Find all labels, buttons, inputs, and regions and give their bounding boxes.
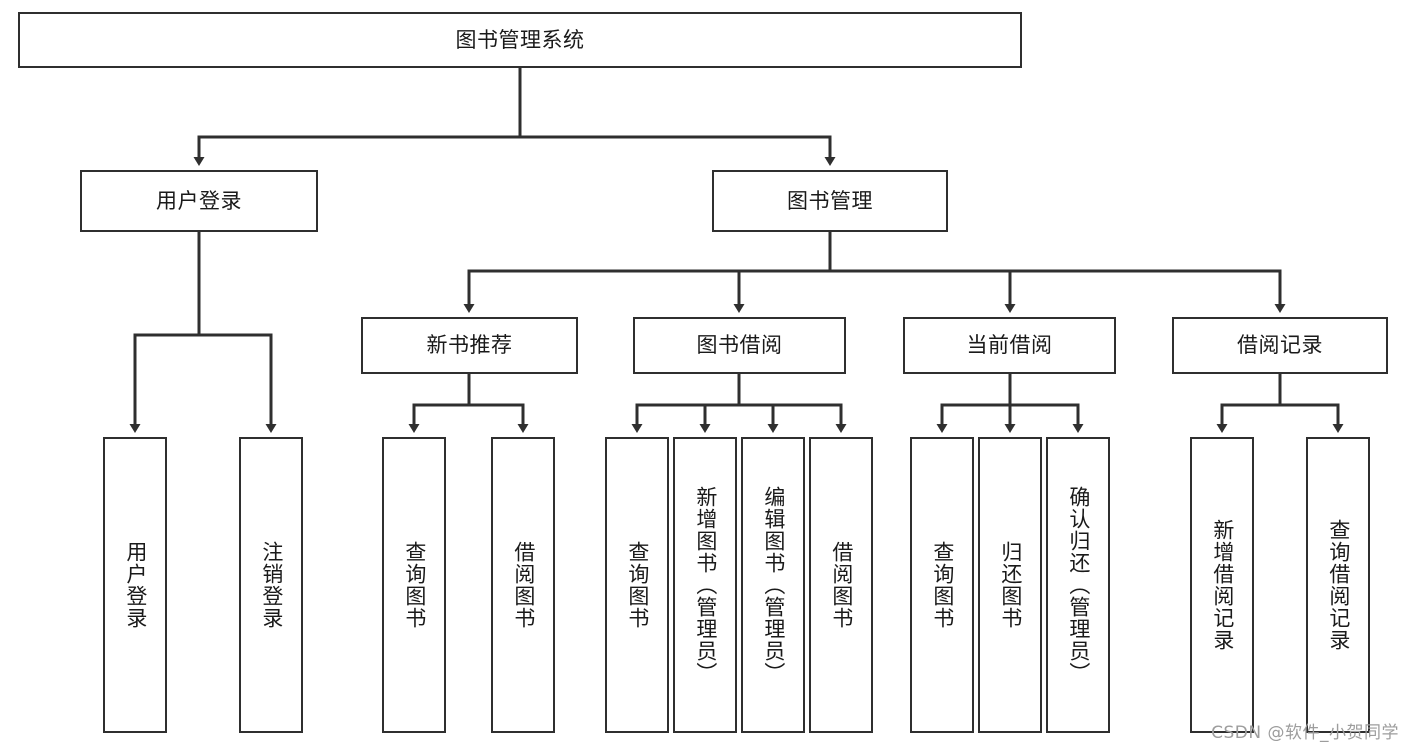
leaf-user-login[interactable]: 用户登录 bbox=[103, 437, 167, 733]
node-label: 借阅图书 bbox=[829, 541, 854, 629]
node-new-book-recommend[interactable]: 新书推荐 bbox=[361, 317, 578, 374]
leaf-borrow-borrow-book[interactable]: 借阅图书 bbox=[809, 437, 873, 733]
node-label: 注销登录 bbox=[259, 541, 284, 629]
leaf-record-query-record[interactable]: 查询借阅记录 bbox=[1306, 437, 1370, 733]
node-label: 借阅记录 bbox=[1237, 333, 1323, 358]
node-label: 图书管理系统 bbox=[455, 27, 585, 52]
node-label: 图书借阅 bbox=[696, 333, 783, 358]
node-label: 用户登录 bbox=[123, 541, 148, 629]
node-label: 借阅图书 bbox=[511, 541, 536, 629]
leaf-current-return-book[interactable]: 归还图书 bbox=[978, 437, 1042, 733]
node-label: 当前借阅 bbox=[966, 333, 1053, 358]
leaf-newbook-borrow-book[interactable]: 借阅图书 bbox=[491, 437, 555, 733]
leaf-borrow-add-book-admin[interactable]: 新增图书（管理员） bbox=[673, 437, 737, 733]
node-label: 查询借阅记录 bbox=[1326, 519, 1351, 651]
watermark-text: CSDN @软件_小贺同学 bbox=[1211, 723, 1399, 743]
node-book-borrow[interactable]: 图书借阅 bbox=[633, 317, 846, 374]
leaf-user-logout[interactable]: 注销登录 bbox=[239, 437, 303, 733]
node-label: 图书管理 bbox=[787, 188, 873, 213]
node-label: 归还图书 bbox=[998, 541, 1023, 629]
node-book-management-module[interactable]: 图书管理 bbox=[712, 170, 948, 232]
node-label: 查询图书 bbox=[625, 541, 650, 629]
node-label: 确认归还（管理员） bbox=[1066, 486, 1091, 684]
leaf-borrow-query-book[interactable]: 查询图书 bbox=[605, 437, 669, 733]
leaf-record-add-record[interactable]: 新增借阅记录 bbox=[1190, 437, 1254, 733]
node-borrow-record[interactable]: 借阅记录 bbox=[1172, 317, 1388, 374]
node-label: 用户登录 bbox=[156, 188, 242, 213]
leaf-newbook-query-book[interactable]: 查询图书 bbox=[382, 437, 446, 733]
leaf-borrow-edit-book-admin[interactable]: 编辑图书（管理员） bbox=[741, 437, 805, 733]
node-current-borrow[interactable]: 当前借阅 bbox=[903, 317, 1116, 374]
node-label: 新增图书（管理员） bbox=[693, 486, 718, 684]
node-label: 查询图书 bbox=[402, 541, 427, 629]
leaf-current-confirm-return-admin[interactable]: 确认归还（管理员） bbox=[1046, 437, 1110, 733]
node-label: 查询图书 bbox=[930, 541, 955, 629]
node-label: 新书推荐 bbox=[426, 333, 513, 358]
node-label: 编辑图书（管理员） bbox=[761, 486, 786, 684]
node-system-root[interactable]: 图书管理系统 bbox=[18, 12, 1022, 68]
node-user-login-module[interactable]: 用户登录 bbox=[80, 170, 318, 232]
node-label: 新增借阅记录 bbox=[1210, 519, 1235, 651]
leaf-current-query-book[interactable]: 查询图书 bbox=[910, 437, 974, 733]
